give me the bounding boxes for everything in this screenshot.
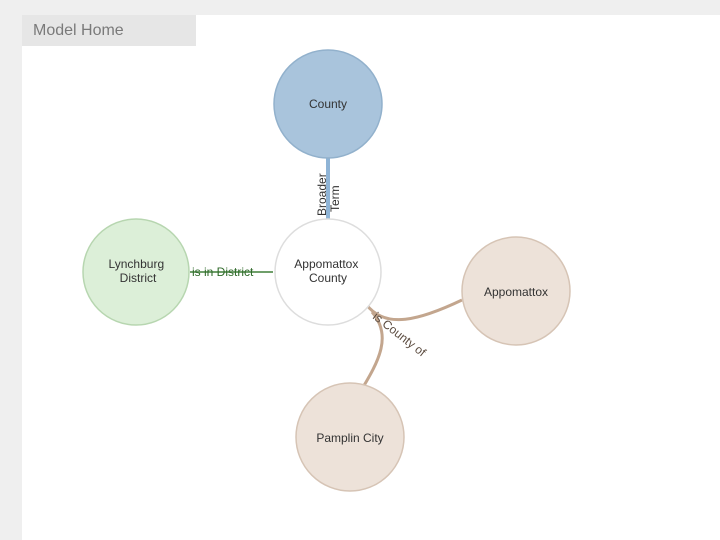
edge-county-of-appomattox[interactable] <box>364 298 463 322</box>
node-district-label: Lynchburg District <box>109 257 168 285</box>
node-pamplin-city[interactable]: Pamplin City <box>295 382 405 492</box>
edge-label-broader-line1: Broader <box>315 173 329 216</box>
node-district-line2: District <box>120 271 157 285</box>
node-appomattox-county[interactable]: Appomattox County <box>274 218 382 326</box>
edge-label-broader-term: Broader Term <box>315 170 342 216</box>
node-county[interactable]: County <box>273 49 383 159</box>
edge-label-broader-line2: Term <box>328 185 342 212</box>
node-district-line1: Lynchburg <box>109 257 165 271</box>
node-appomattox-label: Appomattox <box>484 285 548 299</box>
edge-label-is-in-district: is in District <box>192 265 254 279</box>
node-appomattox[interactable]: Appomattox <box>461 236 571 346</box>
edge-county-of-pamplin[interactable] <box>358 311 384 393</box>
model-home-tab[interactable]: Model Home <box>22 15 196 46</box>
node-center-line1: Appomattox <box>294 257 358 271</box>
node-pamplin-label: Pamplin City <box>316 431 383 445</box>
node-center-line2: County <box>309 271 347 285</box>
node-lynchburg-district[interactable]: Lynchburg District <box>82 218 190 326</box>
node-center-label: Appomattox County <box>294 257 361 285</box>
node-county-label: County <box>309 97 347 111</box>
